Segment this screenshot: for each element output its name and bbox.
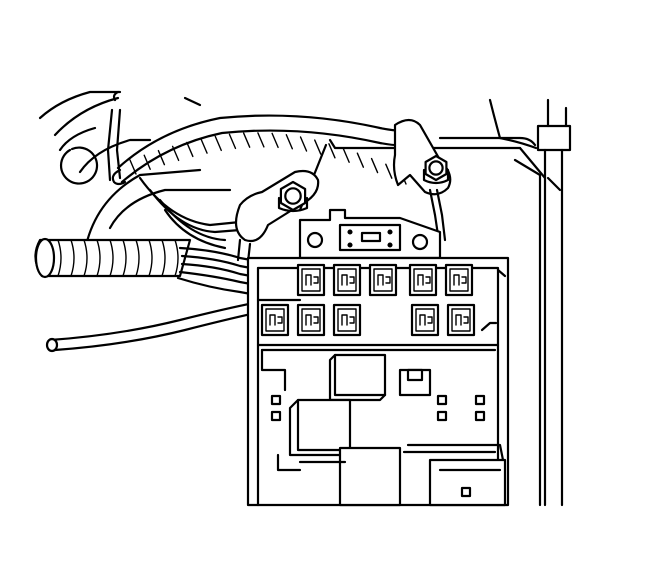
harness-rib xyxy=(57,239,62,277)
hex-bolt xyxy=(277,180,309,213)
harness-rib xyxy=(299,136,308,152)
fuse xyxy=(332,303,362,337)
harness-rib xyxy=(285,134,294,150)
harness-rib xyxy=(109,239,114,277)
harness-rib xyxy=(96,239,101,277)
left-wiring-harness xyxy=(34,237,264,298)
fuse xyxy=(368,263,398,297)
latch-mark xyxy=(480,321,498,332)
fuse xyxy=(296,303,326,337)
fuse xyxy=(296,263,326,297)
fuse xyxy=(444,263,474,297)
fuse xyxy=(408,263,438,297)
harness-rib xyxy=(186,141,194,158)
fuse-grid xyxy=(260,263,476,337)
harness-rib xyxy=(257,132,265,148)
fuse xyxy=(260,303,290,337)
mounting-bracket xyxy=(298,208,442,260)
fuse xyxy=(446,303,476,337)
harness-rib xyxy=(122,239,127,277)
harness-rib xyxy=(83,239,88,277)
harness-rib xyxy=(70,239,75,277)
harness-rib xyxy=(135,239,140,277)
harness-rib xyxy=(148,239,153,277)
harness-rib xyxy=(228,133,237,150)
harness-rib xyxy=(174,239,179,277)
fuse xyxy=(410,303,440,337)
harness-rib xyxy=(242,132,251,148)
harness-rib xyxy=(161,239,166,277)
hex-bolt xyxy=(422,154,450,185)
harness-rib xyxy=(214,135,222,152)
harness-rib xyxy=(342,147,350,163)
fuse xyxy=(332,263,362,297)
harness-rib xyxy=(171,145,180,162)
harness-rib xyxy=(143,154,151,170)
harness-rib xyxy=(200,138,208,154)
harness-rib xyxy=(328,143,336,159)
harness-rib xyxy=(314,139,322,155)
harness-rib xyxy=(271,132,279,149)
harness-rib xyxy=(157,149,166,166)
harness-rib xyxy=(356,152,365,168)
harness-rib xyxy=(385,163,393,179)
harness-rib xyxy=(370,157,379,174)
relay-components xyxy=(270,353,507,507)
harness-rib xyxy=(129,159,137,175)
